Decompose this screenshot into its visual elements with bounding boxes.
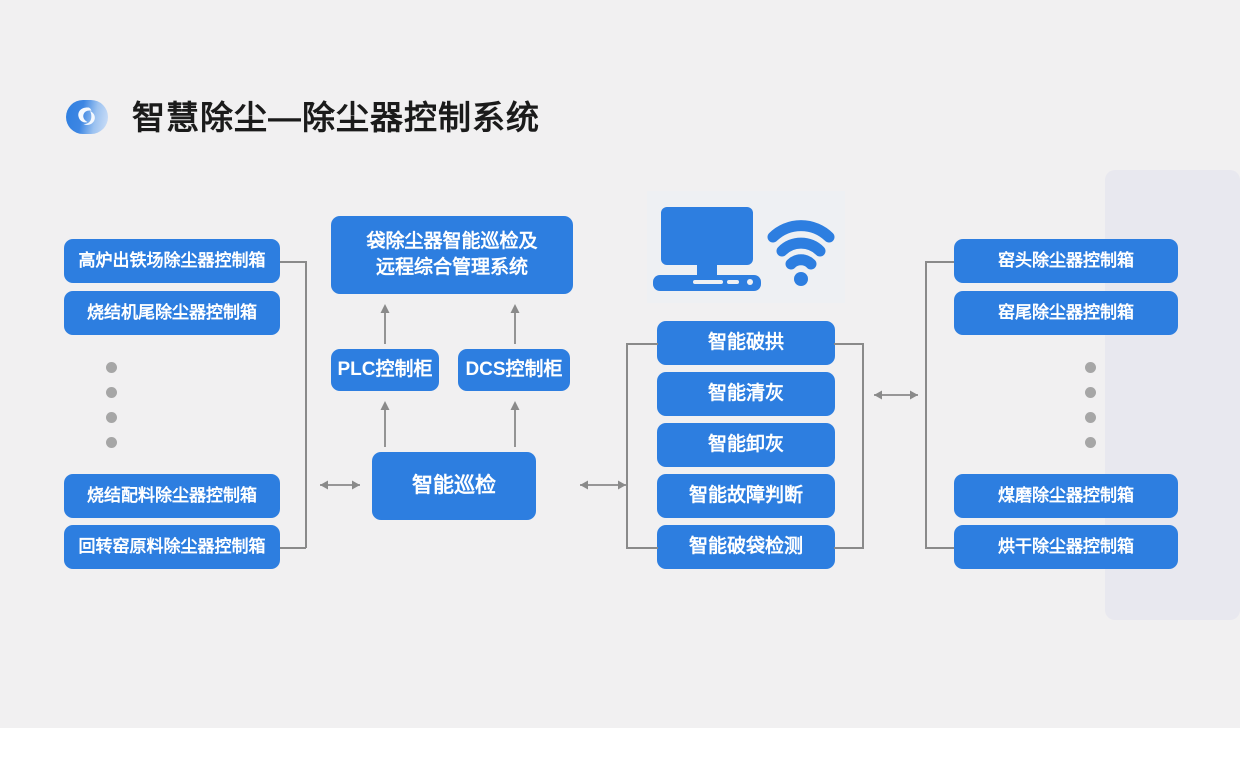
right-bracket-vertical [925, 261, 927, 548]
function-bracket-top-line [626, 343, 658, 345]
wifi-signal-icon [767, 220, 835, 286]
left-bracket-bottom-line [280, 547, 306, 549]
function-right-bracket-top-line [834, 343, 864, 345]
left-ellipsis-dots [106, 362, 117, 448]
function-bracket-bottom-line [626, 547, 658, 549]
dot [1085, 412, 1096, 423]
function-box-4[interactable]: 智能故障判断 [657, 474, 835, 518]
dot [106, 412, 117, 423]
function-box-2[interactable]: 智能清灰 [657, 372, 835, 416]
right-control-box-4[interactable]: 烘干除尘器控制箱 [954, 525, 1178, 569]
dot [1085, 387, 1096, 398]
double-arrow-horizontal-icon [320, 480, 360, 490]
swirl-logo-icon [66, 100, 108, 134]
page-header: 智慧除尘—除尘器控制系统 [66, 100, 540, 134]
left-control-box-2[interactable]: 烧结机尾除尘器控制箱 [64, 291, 280, 335]
dcs-cabinet-box[interactable]: DCS控制柜 [458, 349, 570, 391]
function-box-3[interactable]: 智能卸灰 [657, 423, 835, 467]
arrow-up-icon-plc [380, 304, 390, 344]
arrow-up-icon-inspection-dcs [510, 401, 520, 447]
function-right-bracket-bottom-line [834, 547, 864, 549]
left-bracket-top-line [280, 261, 306, 263]
management-system-line-2: 远程综合管理系统 [375, 257, 528, 278]
plc-cabinet-box[interactable]: PLC控制柜 [331, 349, 439, 391]
left-control-box-4[interactable]: 回转窑原料除尘器控制箱 [64, 525, 280, 569]
function-box-1[interactable]: 智能破拱 [657, 321, 835, 365]
double-arrow-horizontal-icon-right [874, 390, 918, 400]
right-ellipsis-dots [1085, 362, 1096, 448]
dot [1085, 362, 1096, 373]
arrow-up-icon-dcs [510, 304, 520, 344]
arrow-up-icon-inspection-plc [380, 401, 390, 447]
intelligent-inspection-box[interactable]: 智能巡检 [372, 452, 536, 520]
function-bracket-vertical [626, 343, 628, 548]
canvas-background [0, 0, 1240, 728]
right-control-box-3[interactable]: 煤磨除尘器控制箱 [954, 474, 1178, 518]
right-control-box-1[interactable]: 窑头除尘器控制箱 [954, 239, 1178, 283]
right-control-box-2[interactable]: 窑尾除尘器控制箱 [954, 291, 1178, 335]
double-arrow-horizontal-icon-center [580, 480, 626, 490]
right-bracket-top-line [925, 261, 955, 263]
function-box-5[interactable]: 智能破袋检测 [657, 525, 835, 569]
left-bracket-vertical [305, 261, 307, 548]
left-control-box-3[interactable]: 烧结配料除尘器控制箱 [64, 474, 280, 518]
dot [106, 437, 117, 448]
dot [106, 362, 117, 373]
management-system-line-1: 袋除尘器智能巡检及 [366, 231, 538, 253]
function-right-bracket-vertical [862, 343, 864, 548]
dot [1085, 437, 1096, 448]
management-system-box[interactable]: 袋除尘器智能巡检及 远程综合管理系统 [331, 216, 573, 294]
illustration-panel [647, 191, 845, 303]
right-bracket-bottom-line [925, 547, 955, 549]
page-title: 智慧除尘—除尘器控制系统 [132, 98, 540, 136]
desktop-computer-icon [653, 207, 761, 291]
dot [106, 387, 117, 398]
left-control-box-1[interactable]: 高炉出铁场除尘器控制箱 [64, 239, 280, 283]
